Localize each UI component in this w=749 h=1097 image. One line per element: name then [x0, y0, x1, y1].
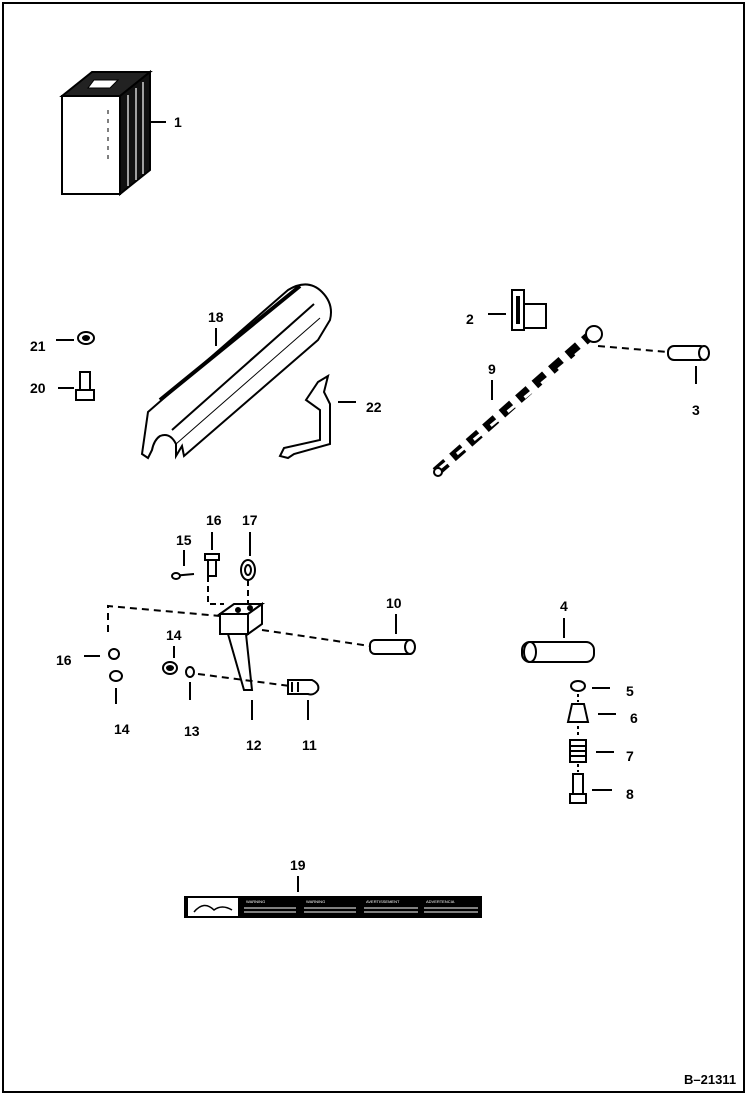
- callout-4: 4: [560, 598, 568, 614]
- decal-label-4: ADVERTENCIA: [426, 899, 455, 904]
- part-18-channel-cover: [140, 283, 332, 460]
- part-2-hinge-bracket: [511, 289, 547, 331]
- callout-11: 11: [302, 737, 317, 753]
- part-9-rod: [432, 325, 603, 477]
- part-3-pin: [667, 345, 710, 361]
- part-14-nut-middle: [162, 661, 178, 675]
- part-21-nut: [77, 331, 95, 345]
- part-19-decal: WARNING WARNING AVERTISSEMENT ADVERTENCI…: [184, 896, 482, 918]
- callout-1: 1: [174, 114, 182, 130]
- callout-16-top: 16: [206, 512, 222, 528]
- part-5-washer: [570, 680, 586, 692]
- part-17-eye-bolt: [240, 559, 256, 581]
- callout-19: 19: [290, 857, 306, 873]
- callout-8: 8: [626, 786, 634, 802]
- callout-21: 21: [30, 338, 46, 354]
- callout-10: 10: [386, 595, 402, 611]
- callout-12: 12: [246, 737, 262, 753]
- callout-16-left: 16: [56, 652, 72, 668]
- callout-7: 7: [626, 748, 634, 764]
- decal-label-3: AVERTISSEMENT: [366, 899, 400, 904]
- decal-label-1: WARNING: [246, 899, 265, 904]
- callout-3: 3: [692, 402, 700, 418]
- figure-reference-code: B–21311: [684, 1072, 736, 1087]
- part-1-kit-box: [59, 69, 153, 197]
- part-7-spring: [569, 739, 587, 763]
- part-12-mounting-bracket: [216, 602, 266, 691]
- part-16-lock-washer: [108, 648, 120, 660]
- callout-22: 22: [366, 399, 382, 415]
- part-14-nut-left: [109, 670, 123, 682]
- callout-13: 13: [184, 723, 200, 739]
- part-16-bolt-top: [204, 553, 220, 577]
- callout-9: 9: [488, 361, 496, 377]
- callout-14-left: 14: [114, 721, 130, 737]
- part-22-bracket: [278, 373, 331, 460]
- callout-17: 17: [242, 512, 258, 528]
- callout-20: 20: [30, 380, 46, 396]
- callout-2: 2: [466, 311, 474, 327]
- callout-18: 18: [208, 309, 224, 325]
- callout-15: 15: [176, 532, 192, 548]
- part-11-u-bolt: [287, 679, 320, 696]
- part-8-bolt: [569, 773, 587, 804]
- part-20-bolt: [75, 371, 95, 401]
- decal-label-2: WARNING: [306, 899, 325, 904]
- callout-5: 5: [626, 683, 634, 699]
- part-4-tube: [521, 641, 595, 663]
- part-13-washer: [185, 666, 195, 678]
- callout-14-middle: 14: [166, 627, 182, 643]
- callout-6: 6: [630, 710, 638, 726]
- part-10-pin: [369, 639, 416, 655]
- part-6-bushing: [566, 703, 590, 723]
- part-15-cotter-pin: [171, 572, 195, 580]
